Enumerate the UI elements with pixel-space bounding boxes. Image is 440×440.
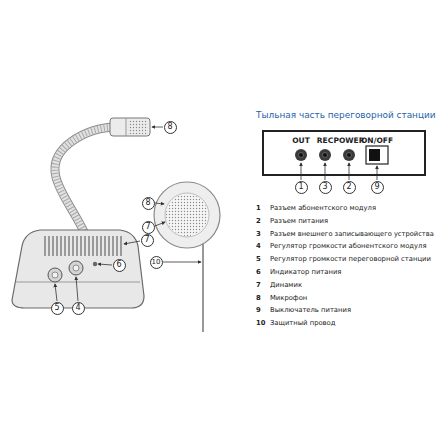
microphone-head [110, 118, 150, 136]
callout-number: 9 [371, 181, 384, 194]
volume-knob [69, 261, 83, 275]
callout-number: 8 [164, 121, 177, 134]
callout-text: 2 [346, 183, 351, 191]
connector-name: OUT [292, 137, 310, 145]
part-name: Микрофон [270, 295, 307, 302]
callout-number: 7 [141, 234, 154, 247]
part-name: Разъем питания [270, 218, 328, 225]
leader-line [155, 203, 164, 204]
callout-text: 3 [322, 183, 327, 191]
callout-number: 10 [150, 256, 163, 269]
part-name: Разъем внешнего записывающего устройства [270, 231, 434, 238]
jack-hole [323, 153, 328, 158]
leader-line [349, 163, 350, 180]
top-view-grille [166, 194, 208, 236]
gooseneck-rings [55, 127, 113, 234]
list-number: 9 [256, 307, 261, 314]
leader-line [124, 241, 140, 244]
callout-text: 6 [116, 261, 121, 269]
leader-line [377, 166, 378, 180]
volume-knob-cap [52, 272, 58, 278]
jack-rec [319, 149, 331, 161]
volume-knob-cap [73, 265, 79, 271]
power-switch [366, 146, 388, 164]
leader-line [98, 264, 112, 265]
leader-line [325, 163, 326, 180]
switch-rocker [369, 149, 380, 161]
connector-name: POWER [333, 137, 364, 145]
callout-text: 8 [145, 199, 150, 207]
list-number: 4 [256, 243, 261, 250]
leader-line [163, 262, 201, 263]
callout-text: 1 [298, 183, 303, 191]
list-number: 10 [256, 320, 265, 327]
jack-out [295, 149, 307, 161]
callout-number: 4 [72, 302, 85, 315]
jack-power [343, 149, 355, 161]
connector-name: REC [317, 137, 333, 145]
leader-line [155, 222, 165, 226]
callout-text: 5 [54, 304, 59, 312]
connector-name: ON/OFF [361, 137, 393, 145]
list-number: 6 [256, 269, 261, 276]
list-number: 5 [256, 256, 261, 263]
intercom-base [12, 230, 144, 308]
panel-heading: Тыльная часть переговорной станции [256, 111, 436, 121]
callout-number: 2 [343, 181, 356, 194]
part-name: Динамик [270, 282, 302, 289]
list-number: 2 [256, 218, 261, 225]
part-name: Разъем абонентского модуля [270, 205, 376, 212]
list-number: 7 [256, 282, 261, 289]
jack-hole [347, 153, 352, 158]
part-name: Индикатор питания [270, 269, 341, 276]
part-name: Защитный провод [270, 320, 335, 327]
microphone-holes [128, 120, 148, 134]
gooseneck [55, 127, 113, 234]
part-name: Регулятор громкости абонентского модуля [270, 243, 426, 250]
gooseneck-body [55, 127, 113, 234]
callout-number: 5 [51, 302, 64, 315]
leader-line [152, 127, 163, 128]
callout-number: 3 [319, 181, 332, 194]
callout-number: 6 [113, 259, 126, 272]
part-name: Регулятор громкости переговорной станции [270, 256, 431, 263]
volume-knob [48, 268, 62, 282]
callout-text: 7 [145, 223, 150, 231]
microphone-seam [126, 118, 127, 136]
protective-wire [202, 240, 204, 332]
top-view-grille-rim [165, 193, 209, 237]
rear-panel: OUT RECPOWERON/OFF [262, 130, 426, 176]
speaker-grille [42, 236, 124, 256]
callout-number: 1 [295, 181, 308, 194]
power-indicator [93, 262, 97, 266]
leader-line [76, 277, 78, 301]
callout-number: 8 [142, 197, 155, 210]
callout-text: 8 [167, 123, 172, 131]
callout-text: 10 [152, 259, 161, 266]
leader-line [301, 163, 302, 180]
list-number: 3 [256, 231, 261, 238]
callout-number: 7 [142, 221, 155, 234]
top-view-housing [154, 182, 220, 248]
list-number: 8 [256, 295, 261, 302]
list-number: 1 [256, 205, 261, 212]
base-edge [16, 282, 140, 283]
leader-line [55, 284, 57, 301]
jack-hole [299, 153, 304, 158]
callout-text: 9 [374, 183, 379, 191]
callout-text: 7 [144, 236, 149, 244]
part-name: Выключатель питания [270, 307, 351, 314]
callout-text: 4 [75, 304, 80, 312]
